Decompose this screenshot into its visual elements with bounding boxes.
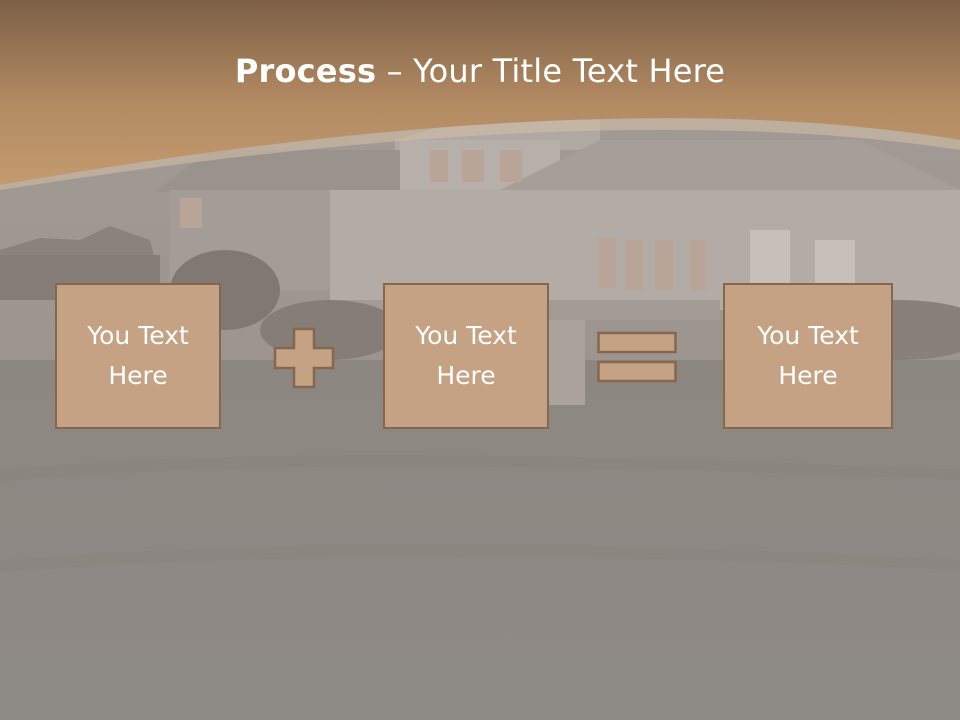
house-silhouette (155, 115, 960, 405)
slide-title: Process – Your Title Text Here (0, 52, 960, 90)
text-box-1-label: You Text Here (87, 321, 189, 390)
plus-icon (273, 327, 335, 389)
background-houses (0, 226, 160, 300)
text-box-3[interactable]: You Text Here (723, 283, 893, 429)
text-box-3-label: You Text Here (757, 321, 859, 390)
text-box-1[interactable]: You Text Here (55, 283, 221, 429)
text-box-2-label: You Text Here (415, 321, 517, 390)
text-box-2[interactable]: You Text Here (383, 283, 549, 429)
title-bold: Process (234, 52, 377, 90)
equals-icon (597, 331, 677, 383)
title-rest: – Your Title Text Here (376, 52, 726, 90)
